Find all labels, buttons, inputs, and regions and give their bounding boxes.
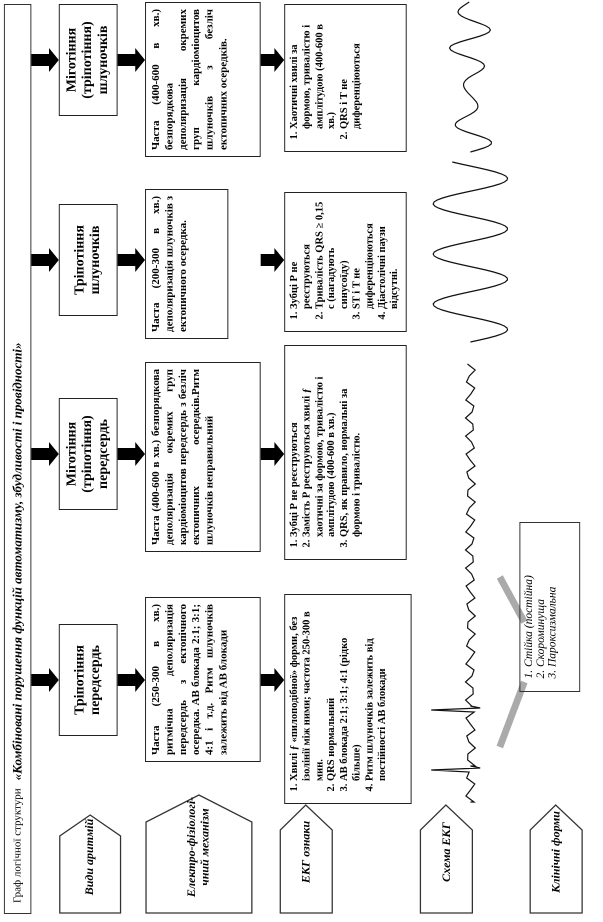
arrow-down-icon xyxy=(31,442,59,466)
pentagon-shape xyxy=(419,804,473,914)
arrow-down-icon xyxy=(117,668,146,692)
arrow-down-icon xyxy=(31,248,59,272)
ecg-sign-item: Зубці Р не реєструються xyxy=(289,199,314,309)
ecg-sign-item: QRS і T не диференціюються xyxy=(339,11,364,129)
mechanism-box-ventricular-fibrillation: Часта (400-600 в хв.) безпорядкова депол… xyxy=(145,2,261,157)
row-label-clinical: Клінічні форми xyxy=(529,804,583,914)
row-label-mechanism: Електро-фізіологі-чний механізм xyxy=(145,794,253,914)
ecg-sign-item: Замість Р реєструються хвилі ƒ хаотичні … xyxy=(302,352,340,537)
ecg-scheme xyxy=(431,1,528,803)
clinical-form-item: Пароксизмальна xyxy=(547,529,559,667)
ecg-signs-box-atrial-flutter: Хвилі ƒ «пилоподібної» форми, без ізолін… xyxy=(284,594,412,804)
ecg-signs-box-ventricular-flutter: Зубці Р не реєструються Тривалість QRS ≥… xyxy=(284,192,407,332)
type-box-atrial-fibrillation: Міготіння (тріпотіння) передсердь xyxy=(58,398,118,510)
ecg-trace-ventricular-fibrillation xyxy=(448,1,493,153)
ecg-sign-item: Зубці Р не реєструються xyxy=(289,352,302,537)
ecg-sign-item: АВ блокада 2:1; 3:1; 4:1 (рідко більше) xyxy=(339,601,364,781)
mechanism-box-atrial-fibrillation: Часта (400-600 в хв.) безпорядкова депол… xyxy=(145,362,261,552)
clinical-form-item: Стійка (постійна) xyxy=(523,529,535,667)
ecg-trace-ventricular-flutter xyxy=(432,161,509,343)
pentagon-shape xyxy=(145,794,253,914)
mechanism-box-atrial-flutter: Часта (250-300 в хв.) ритмічна деполяриз… xyxy=(145,597,261,762)
ecg-sign-item: Діастолічні паузи відсутні. xyxy=(377,199,402,309)
arrow-down-icon xyxy=(260,248,285,272)
pointer-arrow-icon xyxy=(496,575,528,624)
pointer-arrow-icon xyxy=(496,680,528,749)
pentagon-shape xyxy=(279,804,333,914)
type-box-ventricular-flutter: Тріпотіння шлуночків xyxy=(58,204,118,316)
row-label-ecg-signs: ЕКГ ознаки xyxy=(279,804,333,914)
pentagon-shape xyxy=(529,804,583,914)
arrow-down-icon xyxy=(260,48,285,72)
clinical-form-item: Скороминуща xyxy=(535,529,547,667)
ecg-sign-item: Хаотичні хвилі за формою, тривалістю і а… xyxy=(289,11,339,129)
type-box-atrial-flutter: Тріпотіння передсердь xyxy=(58,624,118,736)
arrow-down-icon xyxy=(117,442,146,466)
row-label-types: Види аритмій xyxy=(59,814,122,914)
ecg-sign-item: Хвилі ƒ «пилоподібної» форми, без ізолін… xyxy=(289,601,327,781)
arrow-down-icon xyxy=(117,48,146,72)
ecg-sign-item: QRS нормальний xyxy=(327,601,340,781)
arrow-down-icon xyxy=(31,668,59,692)
pentagon-shape xyxy=(59,814,122,914)
type-box-ventricular-fibrillation: Міготіння (тріпотіння) шлуночків xyxy=(58,4,118,116)
ecg-sign-item: QRS, як правило, нормальні за формою і т… xyxy=(339,352,364,537)
arrow-down-icon xyxy=(260,442,285,466)
ecg-trace-atrial xyxy=(431,363,481,803)
row-label-ecg-scheme: Схема ЕКГ xyxy=(419,804,473,914)
arrow-down-icon xyxy=(117,248,146,272)
ecg-signs-box-ventricular-fibrillation: Хаотичні хвилі за формою, тривалістю і а… xyxy=(284,4,407,152)
arrow-down-icon xyxy=(260,668,285,692)
mechanism-box-ventricular-flutter: Часта (200-300 в хв.) деполяризація шлун… xyxy=(145,189,229,339)
arrow-down-icon xyxy=(31,48,59,72)
ecg-sign-item: Тривалість QRS ≥ 0,15 с (нагадують синус… xyxy=(314,199,352,309)
ecg-signs-box-atrial-fibrillation: Зубці Р не реєструються Замість Р реєстр… xyxy=(284,345,407,560)
clinical-forms-box: Стійка (постійна) Скороминуща Пароксизма… xyxy=(519,522,581,692)
ecg-sign-item: Ритм шлуночків залежить від постійності … xyxy=(364,601,389,781)
ecg-sign-item: ST і T не диференціюються xyxy=(352,199,377,309)
